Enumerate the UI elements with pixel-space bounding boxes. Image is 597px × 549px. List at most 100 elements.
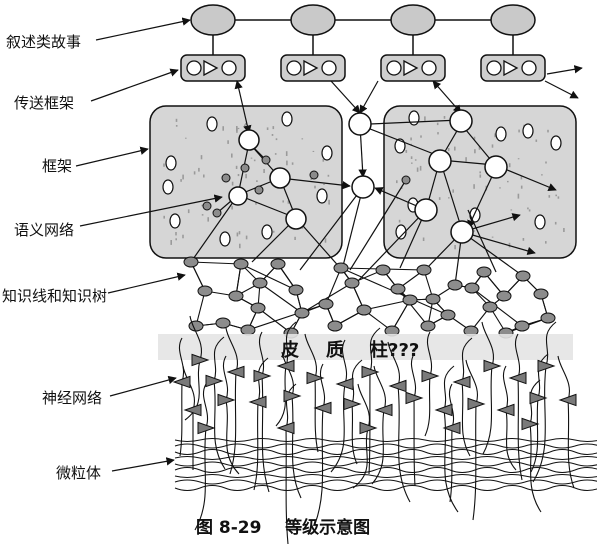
- semantic-nodes: [228, 109, 508, 244]
- cortex-label-pi: 皮: [281, 339, 299, 361]
- speck: [310, 178, 313, 180]
- neuron-cell: [226, 365, 245, 379]
- label-transmission-frame: 传送框架: [14, 94, 74, 112]
- knowledge-line-edge: [195, 290, 206, 327]
- knowledge-node: [183, 256, 199, 268]
- frame-inner-nodes: [162, 110, 562, 247]
- fiber: [174, 443, 597, 449]
- speck: [275, 138, 278, 141]
- neurons: [172, 353, 577, 435]
- speck: [301, 227, 304, 229]
- axon: [481, 321, 494, 367]
- axon: [357, 383, 370, 429]
- semantic-node: [228, 186, 248, 206]
- axon: [502, 365, 508, 411]
- knowledge-line-edge: [325, 267, 342, 305]
- speck: [231, 153, 233, 158]
- dendrite: [213, 380, 226, 470]
- dendrite: [291, 395, 302, 499]
- speck: [282, 200, 284, 203]
- dendrite: [253, 401, 259, 491]
- story-node: [290, 4, 336, 36]
- speck: [396, 197, 399, 200]
- dendrite: [314, 377, 319, 453]
- semantic-node: [450, 220, 474, 244]
- speck: [473, 136, 476, 140]
- dendrite: [472, 403, 477, 521]
- speck: [541, 174, 543, 176]
- axon: [285, 383, 297, 429]
- speck: [410, 156, 413, 159]
- speck: [448, 197, 450, 199]
- neuron-cell: [191, 353, 210, 367]
- knowledge-node: [515, 270, 531, 282]
- speck: [328, 203, 330, 205]
- dendrite: [449, 427, 453, 503]
- axon: [182, 365, 195, 411]
- axon: [410, 353, 416, 399]
- speck: [231, 181, 234, 186]
- knowledge-node: [356, 304, 372, 316]
- neuron-cell: [434, 403, 453, 417]
- label-knowledge-lines: 知识线和知识树: [2, 287, 107, 305]
- fiber: [174, 438, 597, 442]
- fiber: [174, 456, 597, 460]
- knowledge-node: [416, 264, 432, 276]
- story-node: [190, 4, 236, 36]
- speck: [414, 159, 417, 161]
- speck: [187, 209, 190, 214]
- knowledge-line-edge: [397, 288, 429, 327]
- fiber: [174, 485, 597, 491]
- speck: [474, 149, 476, 154]
- speck: [207, 217, 209, 222]
- speck: [327, 174, 330, 177]
- story-node: [390, 4, 436, 36]
- axon: [319, 363, 325, 409]
- speck: [479, 174, 482, 178]
- speck: [422, 237, 425, 241]
- speck: [253, 159, 256, 162]
- semantic-node: [351, 175, 375, 199]
- speck: [557, 196, 560, 199]
- dendrite: [413, 397, 416, 487]
- speck: [517, 158, 520, 160]
- neuron-cell: [248, 395, 267, 409]
- fiber: [174, 449, 597, 455]
- neuron-cell: [361, 365, 380, 379]
- knowledge-node: [327, 320, 343, 332]
- semantic-small-dots: [202, 155, 411, 218]
- axon: [341, 339, 347, 385]
- speck: [255, 202, 257, 205]
- speck: [452, 189, 454, 193]
- speck: [236, 232, 239, 237]
- semantic-node: [238, 129, 260, 151]
- knowledge-node: [240, 324, 256, 336]
- dendrite: [194, 427, 207, 531]
- knowledge-line-edge: [363, 299, 411, 311]
- speck: [193, 171, 196, 175]
- speck: [170, 240, 172, 245]
- knowledge-line-edge: [301, 282, 353, 314]
- axon: [461, 337, 473, 383]
- label-narrative-story: 叙述类故事: [6, 33, 81, 51]
- label-microparticles: 微粒体: [56, 464, 101, 482]
- axon: [281, 351, 294, 397]
- speck: [507, 180, 509, 183]
- semantic-node: [484, 155, 508, 179]
- knowledge-node: [344, 277, 360, 289]
- dendrite: [424, 375, 431, 437]
- neuron-cell: [483, 359, 502, 373]
- dendrite: [397, 385, 411, 503]
- axon: [537, 353, 549, 399]
- speck: [563, 228, 565, 232]
- figure-caption: 图 8-29 等级示意图: [196, 517, 370, 538]
- neuron-cell: [521, 417, 540, 431]
- knowledge-node: [464, 282, 480, 294]
- axon: [258, 331, 264, 377]
- neuron-cell: [335, 377, 354, 391]
- knowledge-node: [188, 320, 204, 332]
- speck: [518, 129, 520, 133]
- speck: [287, 200, 290, 204]
- speck: [447, 148, 450, 152]
- speck: [473, 230, 475, 232]
